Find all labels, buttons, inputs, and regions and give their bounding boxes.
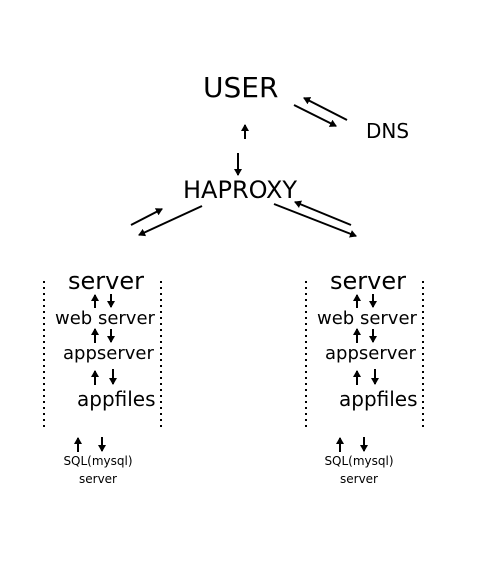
left-server-to-haproxy-arrow xyxy=(130,208,163,226)
left-web-server-label: web server xyxy=(55,308,155,329)
right-appserver-label: appserver xyxy=(325,343,416,364)
right-sql-line2: server xyxy=(340,472,378,486)
left-sql-server-label: SQL(mysql) server xyxy=(58,452,138,488)
right-server-label: server xyxy=(330,267,406,295)
right-web-server-label: web server xyxy=(317,308,417,329)
left-appfiles-label: appfiles xyxy=(77,387,156,411)
right-appfiles-label: appfiles xyxy=(339,387,418,411)
right-sql-server-label: SQL(mysql) server xyxy=(319,452,399,488)
dns-to-user-arrow xyxy=(303,97,348,121)
haproxy-to-right-server-arrow xyxy=(273,203,357,238)
right-sql-line1: SQL(mysql) xyxy=(324,454,394,468)
haproxy-node-label: HAPROXY xyxy=(183,176,298,204)
user-to-dns-arrow xyxy=(293,104,337,127)
left-sql-line2: server xyxy=(79,472,117,486)
left-server-label: server xyxy=(68,267,144,295)
haproxy-to-left-server-arrow xyxy=(138,205,203,237)
right-server-to-haproxy-arrow xyxy=(294,200,352,226)
left-appserver-label: appserver xyxy=(63,343,154,364)
left-stack-arrows xyxy=(74,294,117,452)
left-sql-line1: SQL(mysql) xyxy=(63,454,133,468)
right-stack-arrows xyxy=(336,294,379,452)
dns-node-label: DNS xyxy=(366,119,410,143)
user-node-label: USER xyxy=(203,71,279,104)
